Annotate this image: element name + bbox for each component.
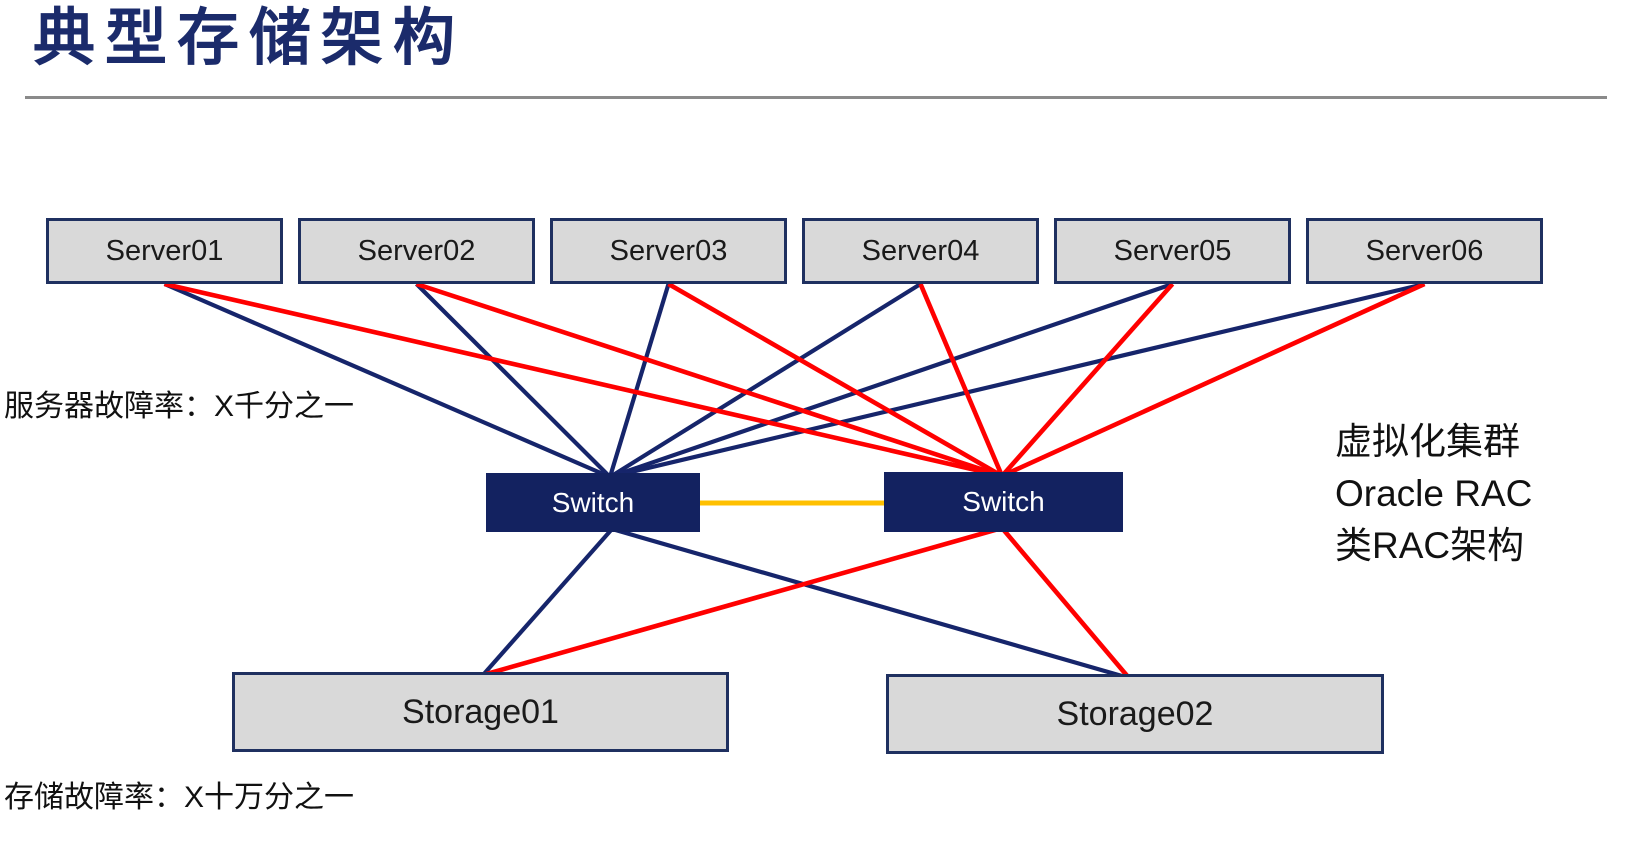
node-label: Switch xyxy=(962,486,1045,517)
edge-server2-switchB xyxy=(415,281,1003,479)
page-title: 典型存储架构 xyxy=(33,4,466,73)
node-server5: Server05 xyxy=(1054,218,1291,284)
edge-server1-switchA xyxy=(163,282,611,479)
edge-server1-switchB xyxy=(163,281,1003,479)
edge-switchB-storage1 xyxy=(482,525,1003,678)
cluster-note-line-2: Oracle RAC xyxy=(1335,473,1533,514)
cluster-note-line-3: 类RAC架构 xyxy=(1335,525,1525,566)
edge-switchA-storage2 xyxy=(611,526,1130,681)
node-server2: Server02 xyxy=(298,218,535,284)
node-server4: Server04 xyxy=(802,218,1039,284)
edge-server4-switchA xyxy=(608,282,922,479)
node-label: Server04 xyxy=(861,234,980,267)
edge-switchA-storage1 xyxy=(481,527,614,677)
node-label: Switch xyxy=(551,486,635,518)
edge-server5-switchB xyxy=(1000,282,1175,478)
storage-failure-rate-label: 存储故障率：X十万分之一 xyxy=(4,781,355,814)
edge-server3-switchB xyxy=(667,282,1004,478)
edge-server5-switchA xyxy=(609,282,1174,479)
node-storage1: Storage01 xyxy=(232,672,729,752)
server-failure-rate-label: 服务器故障率：X千分之一 xyxy=(4,390,355,423)
node-switchA: Switch xyxy=(486,473,700,532)
edge-server6-switchB xyxy=(1001,281,1426,479)
node-label: Server06 xyxy=(1365,234,1484,267)
edge-switchB-storage2 xyxy=(1000,526,1131,680)
title-divider xyxy=(25,96,1607,99)
edge-server3-switchA xyxy=(607,283,671,478)
node-server3: Server03 xyxy=(550,218,787,284)
node-label: Server02 xyxy=(357,234,476,267)
cluster-note: 虚拟化集群 Oracle RAC 类RAC架构 xyxy=(1335,416,1532,572)
node-label: Server05 xyxy=(1113,234,1232,267)
edge-server4-switchB xyxy=(918,283,1005,477)
node-server1: Server01 xyxy=(46,218,283,284)
cluster-note-line-1: 虚拟化集群 xyxy=(1335,421,1520,462)
node-server6: Server06 xyxy=(1306,218,1543,284)
edge-server2-switchA xyxy=(415,282,612,479)
node-switchB: Switch xyxy=(884,472,1123,532)
node-storage2: Storage02 xyxy=(886,674,1384,754)
node-label: Server01 xyxy=(105,234,224,267)
node-label: Storage01 xyxy=(402,692,559,731)
node-label: Storage02 xyxy=(1056,694,1214,733)
node-label: Server03 xyxy=(609,234,728,267)
edge-server6-switchA xyxy=(609,281,1425,480)
